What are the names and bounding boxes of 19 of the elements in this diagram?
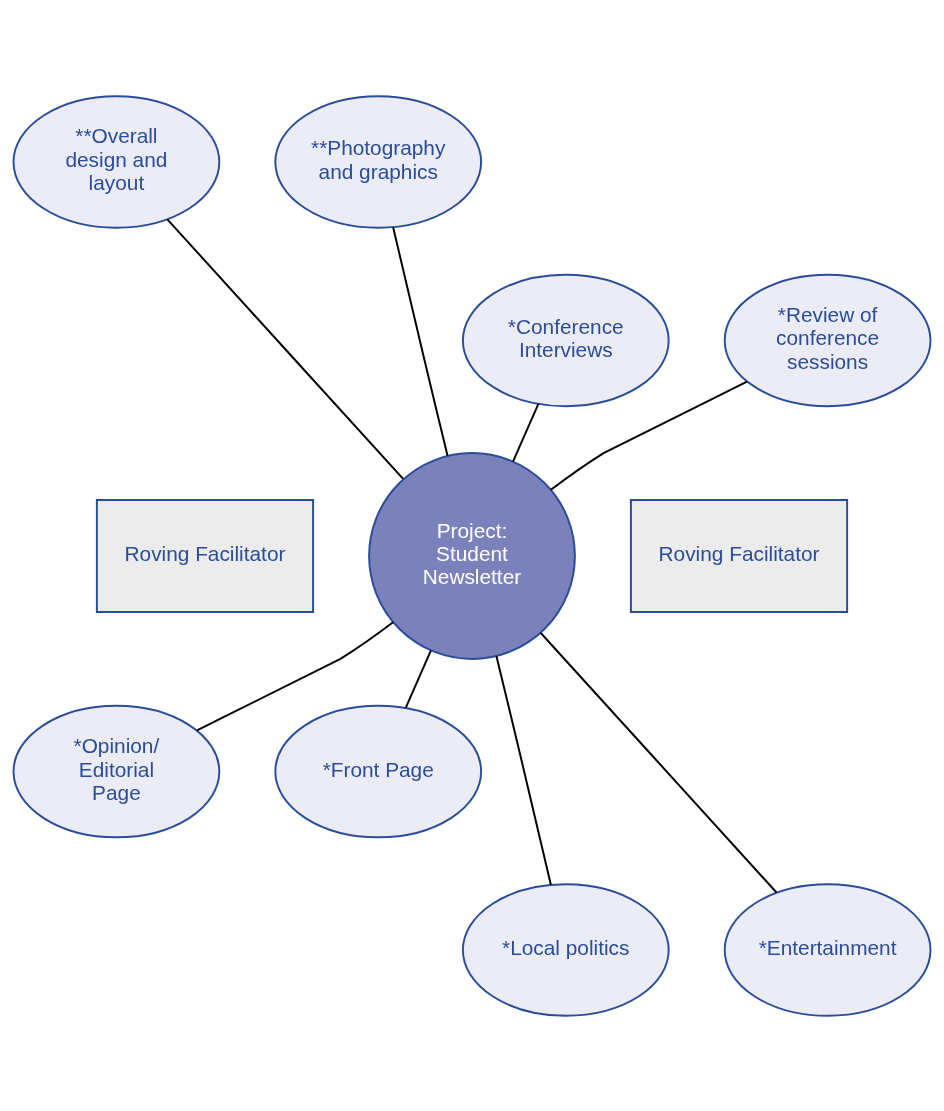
node-box: Roving Facilitator [629, 498, 849, 613]
node-ellipse: *Conference Interviews [461, 273, 670, 407]
connector [512, 402, 540, 463]
node-circle: Project: Student Newsletter [368, 451, 576, 660]
connector [404, 649, 432, 709]
connector [196, 620, 395, 731]
node-ellipse: **Overall design and layout [12, 94, 221, 229]
node-ellipse: *Entertainment [723, 882, 932, 1017]
node-box: Roving Facilitator [95, 498, 315, 613]
connector [549, 380, 748, 491]
node-ellipse: **Photography and graphics [274, 94, 483, 229]
connector [392, 225, 449, 457]
node-ellipse: *Local politics [461, 882, 670, 1017]
node-ellipse: *Review of conference sessions [723, 273, 932, 407]
connector [495, 654, 552, 886]
connector [166, 217, 405, 480]
connector [539, 631, 778, 893]
node-ellipse: *Opinion/ Editorial Page [12, 704, 221, 838]
node-ellipse: *Front Page [274, 704, 483, 838]
